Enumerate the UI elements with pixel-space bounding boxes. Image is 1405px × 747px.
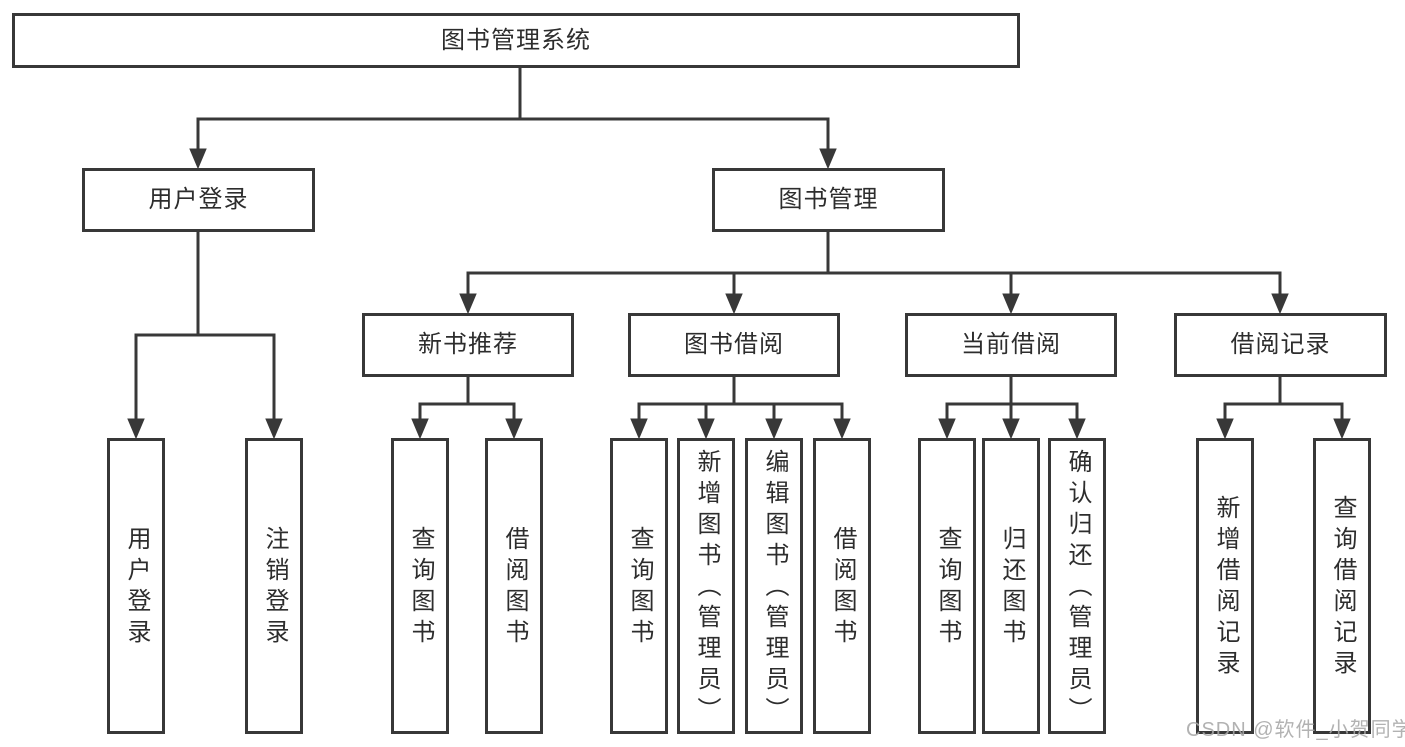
- leaf-current-query-books: 查询图书: [918, 438, 976, 734]
- node-book-borrow: 图书借阅: [628, 313, 840, 377]
- node-borrow-records: 借阅记录: [1174, 313, 1387, 377]
- leaf-records-add-record: 新增借阅记录: [1196, 438, 1254, 734]
- leaf-records-query-record: 查询借阅记录: [1313, 438, 1371, 734]
- leaf-current-confirm-return-admin: 确认归还（管理员）: [1048, 438, 1106, 734]
- leaf-rec-borrow-books: 借阅图书: [485, 438, 543, 734]
- leaf-logout: 注销登录: [245, 438, 303, 734]
- leaf-borrow-add-books-admin: 新增图书（管理员）: [677, 438, 735, 734]
- node-book-mgmt: 图书管理: [712, 168, 945, 232]
- leaf-borrow-lend-books: 借阅图书: [813, 438, 871, 734]
- node-current-borrow: 当前借阅: [905, 313, 1117, 377]
- leaf-current-return-books: 归还图书: [982, 438, 1040, 734]
- leaf-rec-query-books: 查询图书: [391, 438, 449, 734]
- node-user-login: 用户登录: [82, 168, 315, 232]
- node-root: 图书管理系统: [12, 13, 1020, 68]
- leaf-borrow-query-books: 查询图书: [610, 438, 668, 734]
- leaf-user-login: 用户登录: [107, 438, 165, 734]
- node-new-book-rec: 新书推荐: [362, 313, 574, 377]
- watermark-text: CSDN @软件_小贺同学: [1186, 719, 1405, 741]
- leaf-borrow-edit-books-admin: 编辑图书（管理员）: [745, 438, 803, 734]
